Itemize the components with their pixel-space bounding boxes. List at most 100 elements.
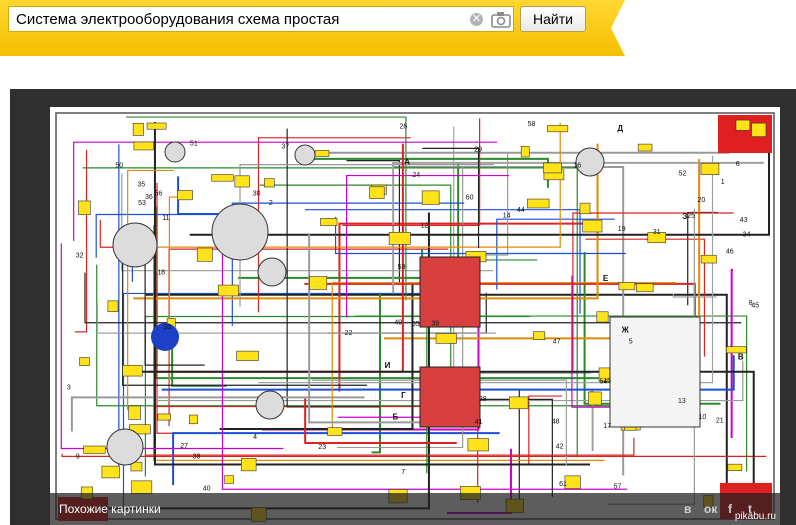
wire	[122, 239, 368, 386]
section-letter: А	[404, 158, 410, 167]
connector	[618, 282, 636, 291]
component-number: 43	[740, 217, 748, 224]
share-twitter-icon[interactable]: t	[748, 502, 752, 516]
component-number: 32	[76, 253, 84, 260]
wire	[219, 284, 414, 431]
wire	[161, 355, 735, 391]
wire	[221, 237, 628, 490]
component-number: 27	[180, 443, 188, 450]
component-number: 37	[282, 144, 290, 151]
connector	[369, 186, 385, 199]
wire	[96, 302, 497, 334]
relay-block	[419, 256, 481, 328]
component-number: 59	[398, 264, 406, 271]
section-letter: Ж	[621, 325, 630, 334]
wire	[189, 122, 770, 236]
connector	[131, 480, 153, 494]
wire	[60, 243, 284, 450]
component-number: 14	[503, 212, 511, 219]
wire	[309, 149, 730, 154]
component-number: 15	[603, 378, 611, 385]
component-number: 39	[431, 321, 439, 328]
component-number: 58	[528, 121, 536, 128]
camera-icon[interactable]	[491, 11, 511, 28]
search-button[interactable]: Найти	[520, 6, 586, 32]
component-number: 46	[726, 248, 734, 255]
wire	[460, 398, 553, 497]
connector	[130, 461, 143, 472]
share-facebook-icon[interactable]: f	[728, 502, 732, 516]
clear-icon[interactable]: ✕	[470, 13, 483, 26]
component-number: 11	[162, 215, 169, 222]
connector	[196, 247, 213, 262]
component-number: 57	[614, 483, 622, 490]
section-letter: Д	[617, 124, 623, 133]
wire	[172, 432, 500, 486]
component-number: 26	[400, 124, 408, 131]
wire	[258, 155, 714, 384]
section-letter: Г	[401, 391, 406, 400]
connector	[224, 475, 234, 484]
component-number: 31	[653, 229, 661, 236]
wire	[672, 293, 717, 298]
connector	[327, 427, 343, 436]
component-number: 7	[401, 469, 405, 476]
component-number: 49	[394, 320, 402, 327]
component-number: 38	[193, 454, 201, 461]
connector	[79, 357, 90, 366]
connector	[547, 125, 569, 133]
component-number: 55	[412, 321, 420, 328]
connector	[132, 122, 144, 136]
component-number: 16	[573, 162, 581, 169]
component-number: 20	[697, 197, 705, 204]
wire	[144, 437, 635, 456]
wire	[168, 196, 180, 388]
component-number: 48	[552, 418, 560, 425]
wire	[257, 137, 411, 313]
component-number: 52	[679, 170, 687, 177]
component-number: 3	[67, 385, 71, 392]
connector	[637, 143, 653, 152]
connector	[508, 396, 529, 410]
connector	[751, 122, 767, 137]
wire	[84, 272, 742, 324]
search-input[interactable]: Система электрооборудования схема проста…	[8, 6, 514, 32]
connector	[188, 414, 198, 425]
connector	[564, 475, 581, 489]
connector	[309, 276, 328, 290]
component-number: 53	[138, 200, 146, 207]
section-letter: И	[385, 361, 391, 370]
wiring-diagram: 1234567891011121314151617181920212223242…	[55, 112, 775, 522]
connector	[128, 405, 141, 420]
component-number: 61	[559, 481, 567, 488]
wire	[342, 118, 481, 226]
connector	[467, 438, 489, 452]
component-number: 35	[137, 182, 145, 189]
wire	[304, 398, 457, 444]
connector	[726, 346, 747, 354]
wire	[479, 153, 509, 256]
section-letter: В	[738, 353, 744, 362]
share-ok-icon[interactable]: ок	[704, 502, 718, 516]
component-number: 33	[163, 324, 171, 331]
section-letter: Е	[603, 274, 609, 283]
share-vk-icon[interactable]: в	[684, 502, 692, 516]
similar-images-bar[interactable]: Похожие картинки в ок f t pikabu.ru	[50, 493, 780, 525]
component-number: 8	[749, 300, 753, 307]
connector	[78, 200, 91, 215]
connector	[435, 333, 457, 344]
wire	[121, 173, 494, 272]
wire	[496, 218, 615, 290]
component-number: 29	[474, 147, 482, 154]
connector	[543, 162, 563, 174]
connector	[234, 175, 250, 188]
connector	[83, 445, 106, 454]
component-number: 41	[475, 419, 483, 426]
similar-images-link[interactable]: Похожие картинки	[59, 502, 161, 516]
component-number: 18	[157, 270, 165, 277]
connector	[236, 350, 259, 361]
connector	[579, 202, 591, 215]
component-number: 2	[269, 200, 273, 207]
connector	[527, 198, 550, 209]
